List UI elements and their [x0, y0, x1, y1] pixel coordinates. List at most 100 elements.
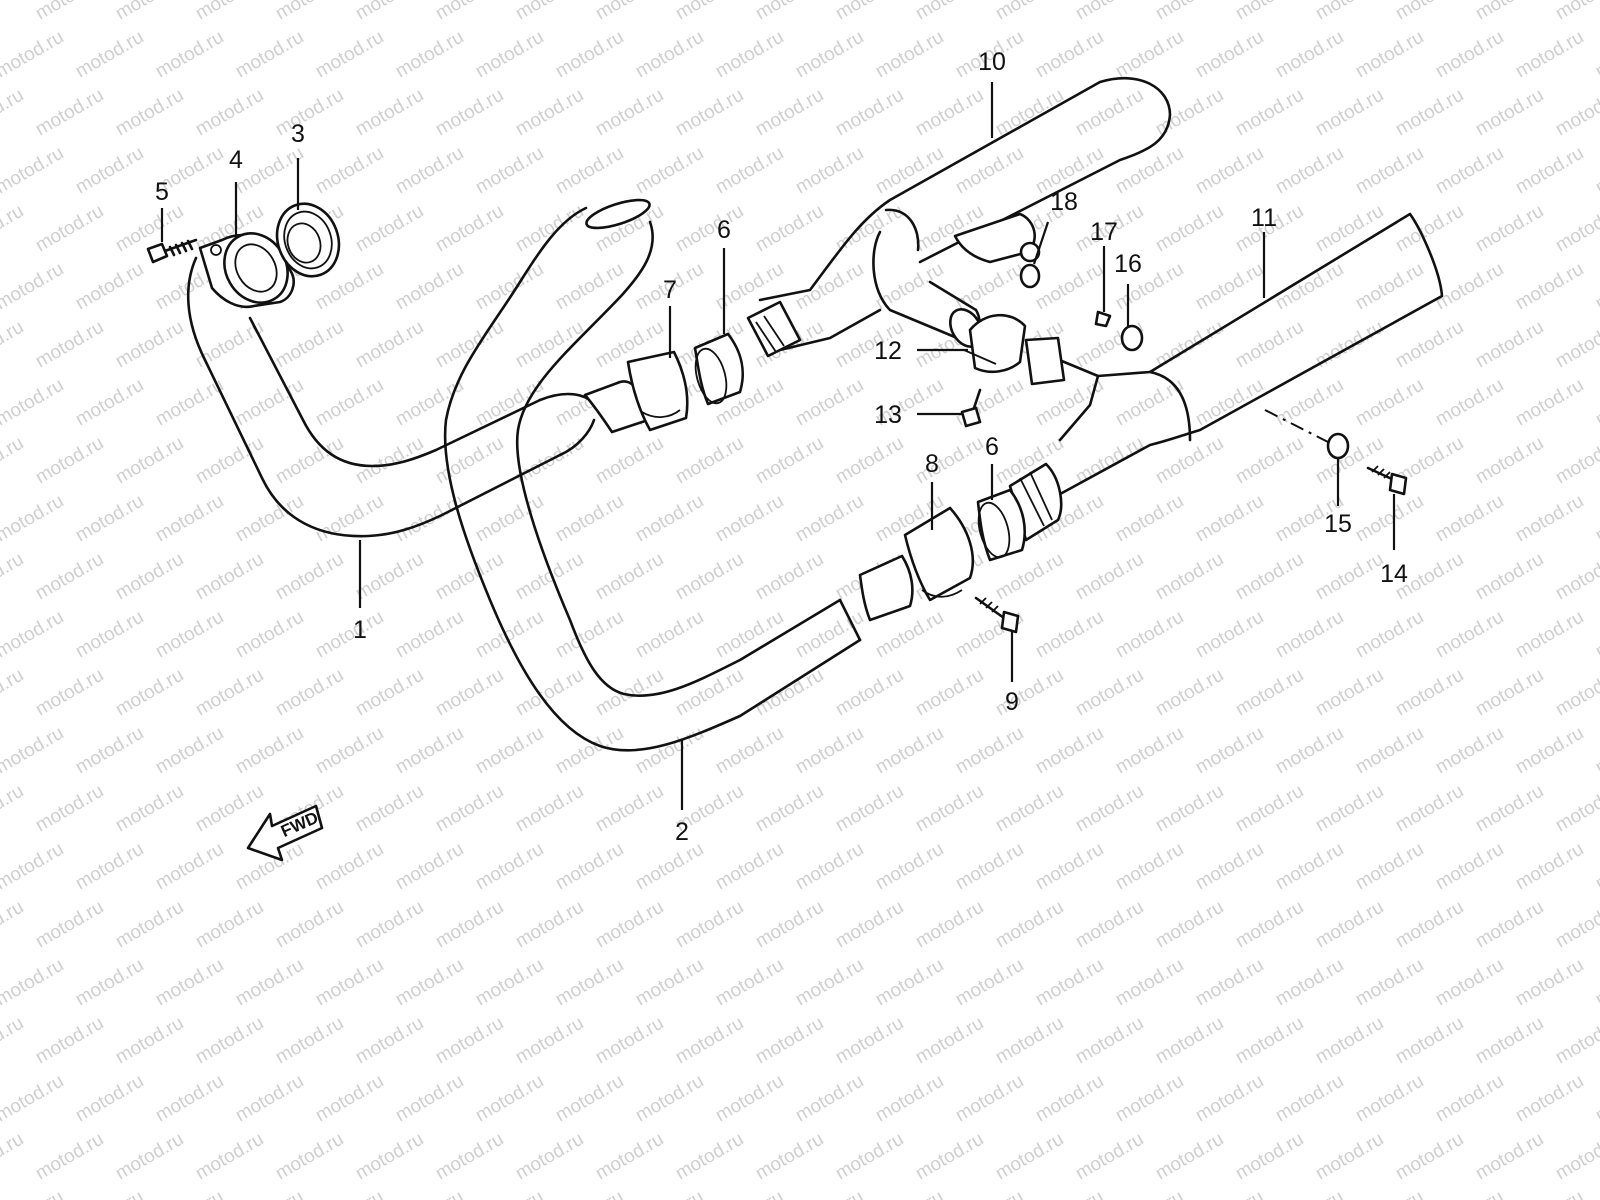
watermark-text: motod.ru — [112, 317, 187, 373]
watermark-text: motod.ru — [1392, 0, 1467, 24]
watermark-text: motod.ru — [432, 201, 507, 257]
callout-6-lower: 6 — [985, 433, 999, 461]
watermark-text: motod.ru — [1272, 143, 1347, 199]
watermark-text: motod.ru — [352, 1129, 427, 1185]
watermark-text: motod.ru — [1232, 433, 1307, 489]
watermark-text: motod.ru — [592, 1013, 667, 1069]
watermark-text: motod.ru — [72, 607, 147, 663]
watermark-text: motod.ru — [552, 491, 627, 547]
watermark-text: motod.ru — [632, 1187, 707, 1200]
watermark-text: motod.ru — [1472, 201, 1547, 257]
watermark-text: motod.ru — [232, 1187, 307, 1200]
watermark-text: motod.ru — [832, 781, 907, 837]
watermark-text: motod.ru — [1512, 607, 1587, 663]
watermark-text: motod.ru — [1392, 665, 1467, 721]
watermark-text: motod.ru — [1312, 201, 1387, 257]
watermark-text: motod.ru — [592, 433, 667, 489]
watermark-text: motod.ru — [152, 839, 227, 895]
watermark-text: motod.ru — [432, 665, 507, 721]
watermark-text: motod.ru — [1472, 781, 1547, 837]
watermark-text: motod.ru — [752, 85, 827, 141]
watermark-text: motod.ru — [1512, 723, 1587, 779]
watermark-text: motod.ru — [272, 85, 347, 141]
watermark-text: motod.ru — [1472, 665, 1547, 721]
watermark-text: motod.ru — [1192, 1071, 1267, 1127]
watermark-text: motod.ru — [72, 491, 147, 547]
watermark-text: motod.ru — [1432, 607, 1507, 663]
watermark-text: motod.ru — [1272, 723, 1347, 779]
watermark-text: motod.ru — [232, 143, 307, 199]
watermark-text: motod.ru — [792, 1187, 867, 1200]
watermark-text: motod.ru — [72, 1187, 147, 1200]
watermark-text: motod.ru — [1192, 1187, 1267, 1200]
watermark-text: motod.ru — [72, 955, 147, 1011]
callout-1: 1 — [353, 616, 367, 644]
watermark-text: motod.ru — [1512, 955, 1587, 1011]
watermark-text: motod.ru — [1232, 781, 1307, 837]
watermark-text: motod.ru — [1112, 1187, 1187, 1200]
watermark-text: motod.ru — [952, 1187, 1027, 1200]
watermark-text: motod.ru — [832, 201, 907, 257]
watermark-text: motod.ru — [672, 897, 747, 953]
watermark-text: motod.ru — [1232, 1013, 1307, 1069]
watermark-text: motod.ru — [952, 375, 1027, 431]
callout-8: 8 — [925, 450, 939, 478]
watermark-text: motod.ru — [312, 491, 387, 547]
watermark-text: motod.ru — [1152, 1013, 1227, 1069]
watermark-text: motod.ru — [312, 1187, 387, 1200]
watermark-text: motod.ru — [1592, 607, 1600, 663]
watermark-text: motod.ru — [352, 1013, 427, 1069]
watermark-text: motod.ru — [352, 433, 427, 489]
watermark-text: motod.ru — [112, 1129, 187, 1185]
watermark-text: motod.ru — [272, 0, 347, 24]
watermark-text: motod.ru — [1192, 955, 1267, 1011]
watermark-text: motod.ru — [1232, 317, 1307, 373]
watermark-text: motod.ru — [912, 781, 987, 837]
watermark-text: motod.ru — [1032, 27, 1107, 83]
watermark-text: motod.ru — [392, 839, 467, 895]
watermark-text: motod.ru — [1072, 1013, 1147, 1069]
watermark-text: motod.ru — [432, 1013, 507, 1069]
washer-18 — [1019, 263, 1041, 289]
watermark-text: motod.ru — [1312, 433, 1387, 489]
watermark-text: motod.ru — [1112, 607, 1187, 663]
watermark-text: motod.ru — [392, 1071, 467, 1127]
watermark-text: motod.ru — [712, 1071, 787, 1127]
watermark-text: motod.ru — [432, 0, 507, 24]
watermark-text: motod.ru — [512, 781, 587, 837]
watermark-text: motod.ru — [472, 1187, 547, 1200]
watermark-text: motod.ru — [1592, 955, 1600, 1011]
watermark-text: motod.ru — [832, 433, 907, 489]
watermark-text: motod.ru — [72, 839, 147, 895]
watermark-text: motod.ru — [1072, 549, 1147, 605]
watermark-text: motod.ru — [632, 1071, 707, 1127]
watermark-text: motod.ru — [192, 549, 267, 605]
watermark-text: motod.ru — [272, 549, 347, 605]
watermark-text: motod.ru — [32, 1129, 107, 1185]
watermark-text: motod.ru — [1232, 1129, 1307, 1185]
watermark-text: motod.ru — [272, 897, 347, 953]
watermark-text: motod.ru — [0, 201, 27, 257]
watermark-text: motod.ru — [0, 1071, 67, 1127]
watermark-text: motod.ru — [792, 1071, 867, 1127]
watermark-text: motod.ru — [0, 27, 67, 83]
watermark-text: motod.ru — [272, 665, 347, 721]
watermark-text: motod.ru — [472, 27, 547, 83]
watermark-text: motod.ru — [1152, 665, 1227, 721]
watermark-text: motod.ru — [992, 85, 1067, 141]
watermark-text: motod.ru — [0, 317, 27, 373]
watermark-text: motod.ru — [1552, 1129, 1600, 1185]
watermark-text: motod.ru — [72, 143, 147, 199]
watermark-text: motod.ru — [1592, 491, 1600, 547]
watermark-text: motod.ru — [272, 1129, 347, 1185]
watermark-text: motod.ru — [1352, 723, 1427, 779]
callout-4: 4 — [229, 146, 243, 174]
watermark-text: motod.ru — [792, 143, 867, 199]
watermark-text: motod.ru — [672, 1013, 747, 1069]
watermark-text: motod.ru — [1032, 259, 1107, 315]
watermark-text: motod.ru — [312, 375, 387, 431]
watermark-text: motod.ru — [632, 27, 707, 83]
watermark-text: motod.ru — [1392, 1129, 1467, 1185]
watermark-text: motod.ru — [712, 839, 787, 895]
